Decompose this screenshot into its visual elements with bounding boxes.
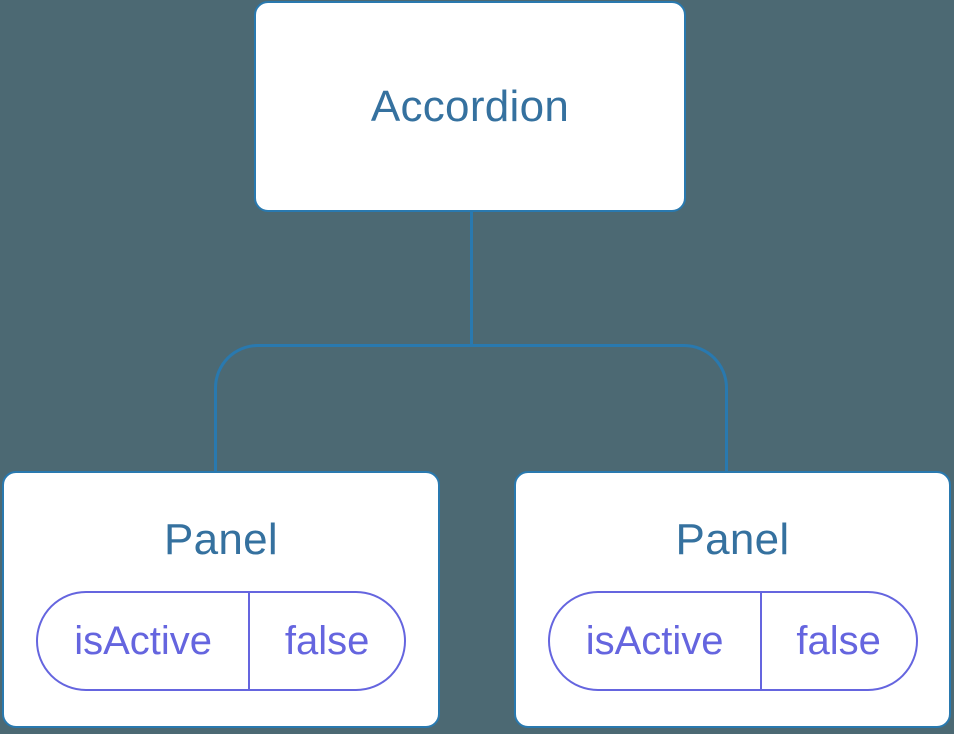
state-key: isActive	[550, 593, 762, 689]
state-value: false	[284, 618, 370, 663]
panel-node-label: Panel	[675, 515, 790, 564]
panel-node-label: Panel	[163, 515, 279, 564]
panel-node-right: Panel isActive false	[514, 471, 951, 728]
accordion-node-label: Accordion	[370, 81, 570, 131]
state-pill: isActive false	[547, 591, 918, 691]
tree-connector-branches	[214, 344, 728, 472]
tree-connector-stem	[470, 212, 473, 345]
state-pill: isActive false	[36, 591, 406, 691]
state-value: false	[796, 618, 881, 663]
state-key: isActive	[38, 593, 251, 689]
accordion-node: Accordion	[254, 1, 686, 212]
panel-node-left: Panel isActive false	[2, 471, 440, 728]
